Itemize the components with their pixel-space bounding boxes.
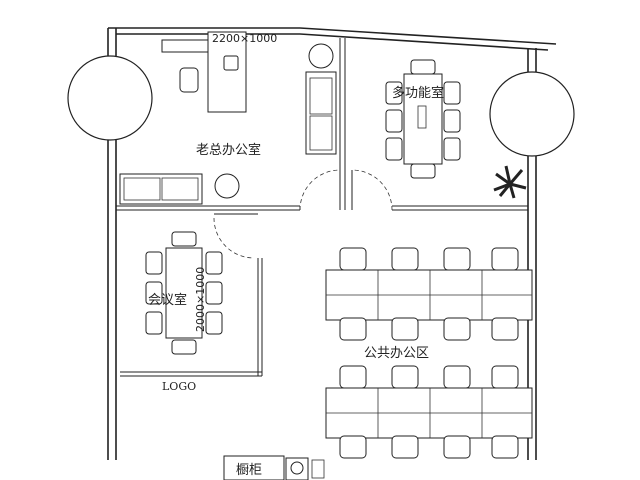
boss-desk-tag: 2200×1000	[212, 32, 277, 45]
boss-office-walls	[116, 38, 528, 211]
boss-sofa	[119, 43, 337, 205]
workstations-bottom	[325, 365, 533, 459]
column-left	[67, 55, 153, 141]
cabinet	[223, 455, 325, 480]
plant-icon	[493, 165, 527, 199]
column-right	[489, 71, 575, 157]
boss-office-label: 老总办公室	[196, 142, 261, 158]
meeting-table: 2000×1000	[145, 231, 223, 355]
workstations-top	[325, 247, 533, 341]
cabinet-label: 橱柜	[236, 463, 262, 478]
multi-room-table	[385, 59, 461, 179]
boss-desk: 2200×1000	[161, 31, 277, 113]
meeting-room-walls	[120, 213, 263, 377]
meeting-table-tag: 2000×1000	[194, 267, 207, 332]
multi-room-label: 多功能室	[392, 85, 444, 101]
open-office-label: 公共办公区	[364, 346, 429, 361]
meeting-room-label: 会议室	[148, 292, 187, 308]
logo-label: LOGO	[162, 380, 196, 393]
